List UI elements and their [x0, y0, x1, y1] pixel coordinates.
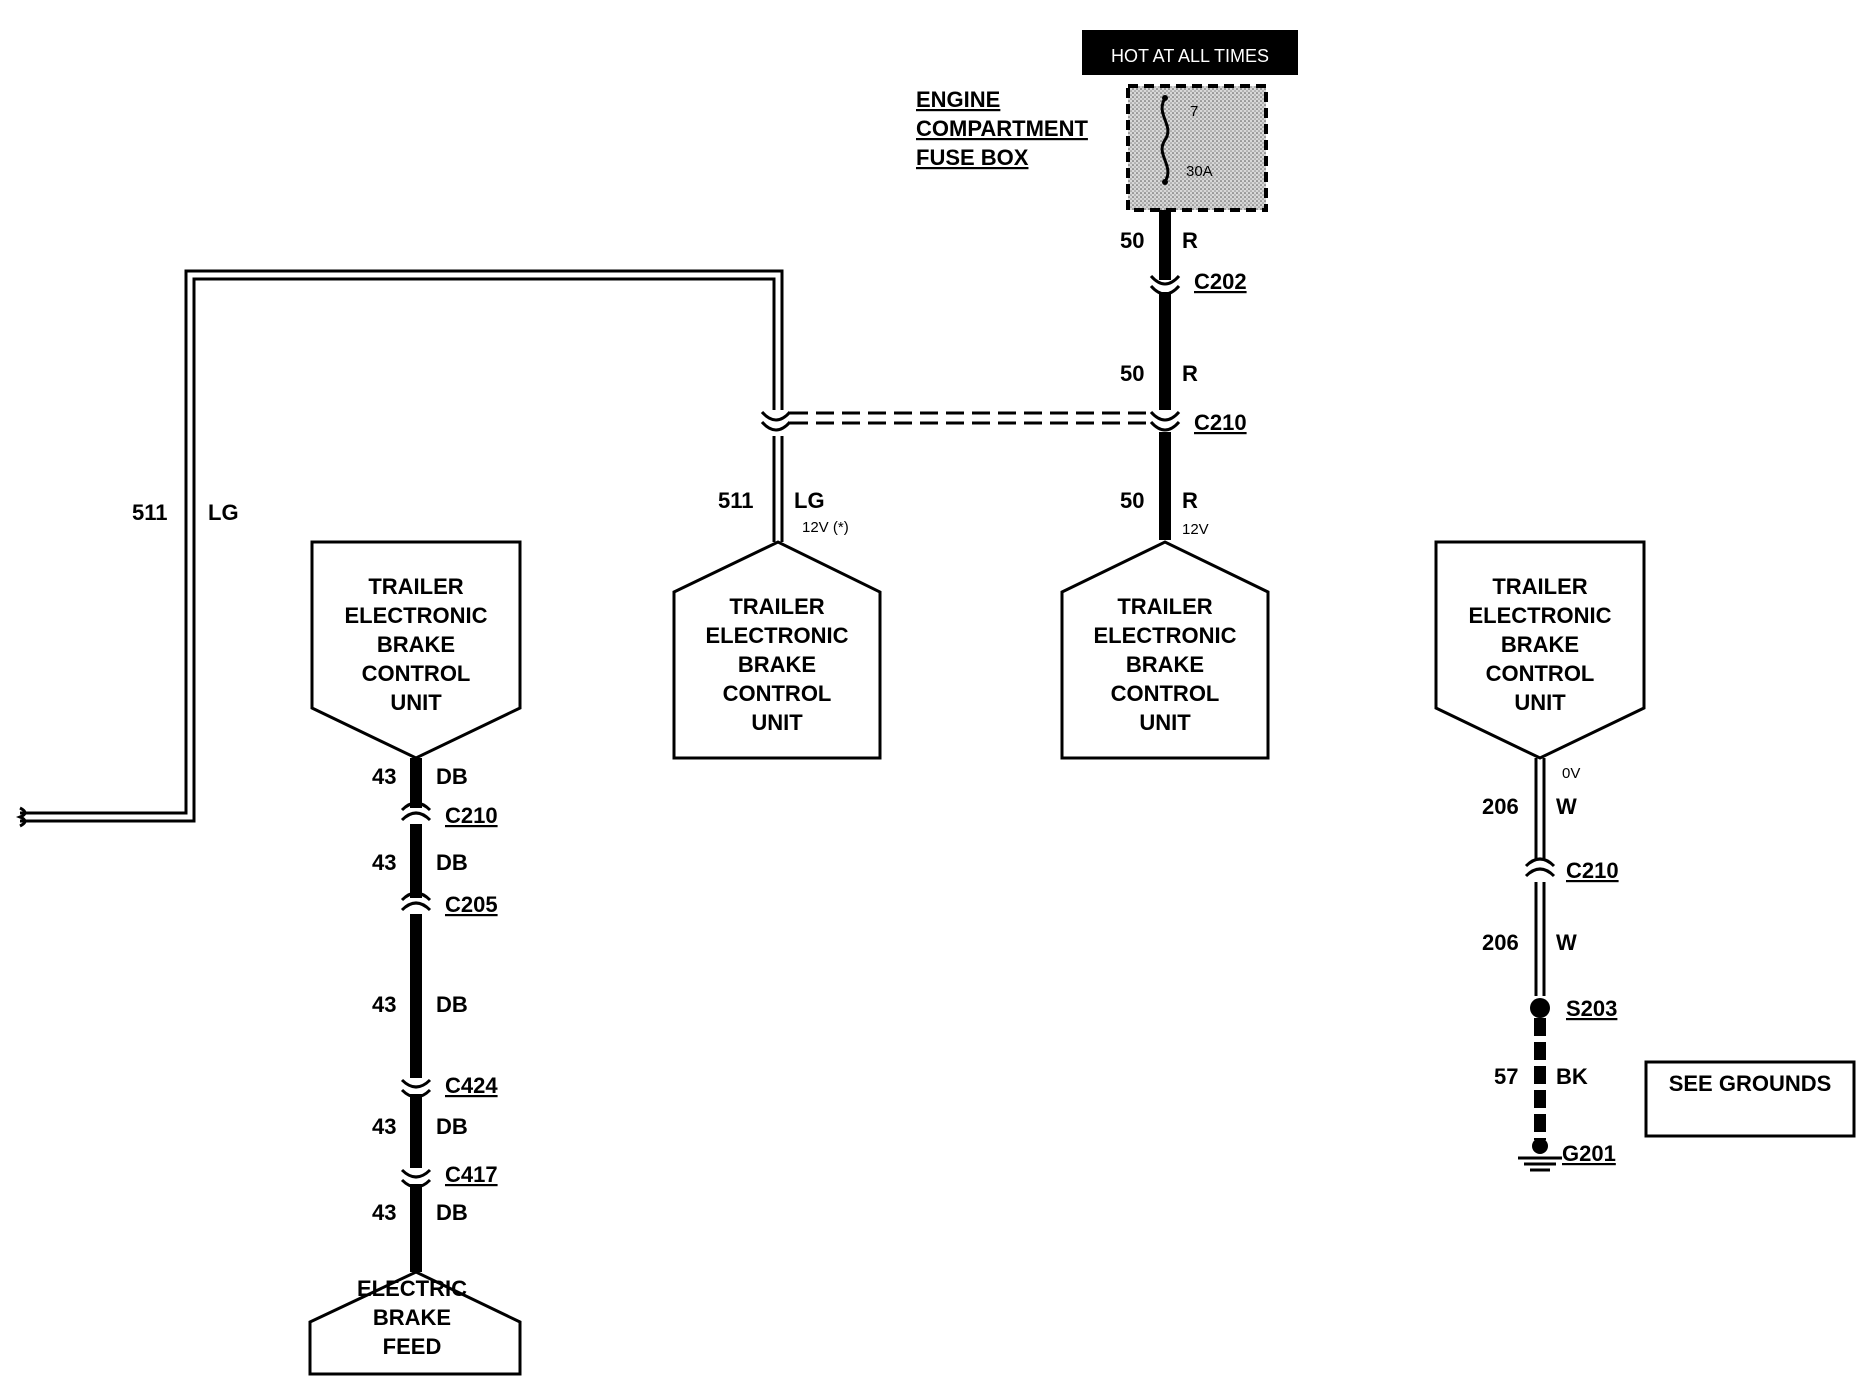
wire-db-color-4: DB — [436, 1114, 468, 1139]
voltage-0v: 0V — [1562, 765, 1580, 782]
hot-at-all-times-text: HOT AT ALL TIMES — [1111, 46, 1269, 66]
connector-c202-label: C202 — [1194, 269, 1247, 294]
voltage-12v-star: 12V (*) — [802, 519, 849, 536]
trailer-brake-module-b — [672, 540, 882, 760]
wire-db-color-5: DB — [436, 1200, 468, 1225]
feed-line-3: FEED — [383, 1334, 442, 1359]
connector-c210-left-label: C210 — [445, 803, 498, 828]
trailer-brake-module-d — [1434, 540, 1646, 760]
wire-bk-color: BK — [1556, 1064, 1588, 1089]
wire-w-color-2: W — [1556, 930, 1577, 955]
trailer-brake-module-a — [310, 540, 522, 760]
module-d-line-2: ELECTRONIC — [1469, 603, 1612, 628]
splice-s203 — [1530, 998, 1550, 1018]
fuse-box-label-3: FUSE BOX — [916, 145, 1029, 170]
module-d-line-3: BRAKE — [1501, 632, 1579, 657]
module-b-line-5: UNIT — [751, 710, 803, 735]
module-d-line-1: TRAILER — [1492, 574, 1587, 599]
connector-c210-right — [1524, 857, 1556, 878]
ground-g201-label: G201 — [1562, 1141, 1616, 1166]
connector-c205 — [400, 891, 432, 912]
module-b-line-4: CONTROL — [723, 681, 832, 706]
wire-w-color-1: W — [1556, 794, 1577, 819]
module-c-line-5: UNIT — [1139, 710, 1191, 735]
wire-r-color-1: R — [1182, 228, 1198, 253]
fuse-box-label-1: ENGINE — [916, 87, 1000, 112]
fuse-box — [1126, 84, 1268, 212]
module-b-line-1: TRAILER — [729, 594, 824, 619]
module-a-line-5: UNIT — [390, 690, 442, 715]
module-b-line-3: BRAKE — [738, 652, 816, 677]
wire-50-number-1: 50 — [1120, 228, 1144, 253]
wire-43-number-5: 43 — [372, 1200, 396, 1225]
ground-g201-icon — [1518, 1138, 1562, 1172]
wire-db-color-1: DB — [436, 764, 468, 789]
wire-db-color-3: DB — [436, 992, 468, 1017]
fuse-number: 7 — [1190, 103, 1198, 120]
wire-206-number-1: 206 — [1482, 794, 1519, 819]
splice-s203-label: S203 — [1566, 996, 1617, 1021]
feed-line-1: ELECTRIC — [357, 1276, 467, 1301]
module-b-line-2: ELECTRONIC — [706, 623, 849, 648]
see-grounds-box[interactable] — [1644, 1060, 1856, 1138]
module-a-line-2: ELECTRONIC — [345, 603, 488, 628]
wire-43-number-2: 43 — [372, 850, 396, 875]
connector-c210-top-label: C210 — [1194, 410, 1247, 435]
connector-c417 — [400, 1168, 432, 1189]
wire-57-number: 57 — [1494, 1064, 1518, 1089]
wire-lg-color-2: LG — [794, 488, 825, 513]
connector-c210-right-label: C210 — [1566, 858, 1619, 883]
electric-brake-feed — [308, 1270, 522, 1376]
module-a-line-4: CONTROL — [362, 661, 471, 686]
connector-c424-label: C424 — [445, 1073, 498, 1098]
wire-43-number-4: 43 — [372, 1114, 396, 1139]
connector-c210-left — [400, 801, 432, 822]
module-c-line-4: CONTROL — [1111, 681, 1220, 706]
fuse-symbol — [1160, 97, 1170, 183]
module-c-line-2: ELECTRONIC — [1094, 623, 1237, 648]
connector-c210-top — [760, 410, 1181, 432]
feed-line-2: BRAKE — [373, 1305, 451, 1330]
wire-r-color-2: R — [1182, 361, 1198, 386]
wire-50-number-2: 50 — [1120, 361, 1144, 386]
module-d-line-5: UNIT — [1514, 690, 1566, 715]
module-a-line-1: TRAILER — [368, 574, 463, 599]
wire-511-number-1: 511 — [132, 500, 168, 525]
wire-511-lg — [15, 269, 784, 828]
module-d-line-4: CONTROL — [1486, 661, 1595, 686]
connector-c417-label: C417 — [445, 1162, 498, 1187]
wire-206-number-2: 206 — [1482, 930, 1519, 955]
wire-lg-color-1: LG — [208, 500, 239, 525]
hot-at-all-times-banner — [1082, 30, 1298, 75]
voltage-12v: 12V — [1182, 521, 1209, 538]
wire-r-color-3: R — [1182, 488, 1198, 513]
wire-43-number-3: 43 — [372, 992, 396, 1017]
wire-43-number-1: 43 — [372, 764, 396, 789]
connector-c202 — [1149, 274, 1181, 296]
see-grounds-label[interactable]: SEE GROUNDS — [1669, 1071, 1832, 1096]
trailer-brake-module-c — [1060, 540, 1270, 760]
wire-511-number-2: 511 — [718, 488, 754, 513]
wire-db-color-2: DB — [436, 850, 468, 875]
wire-50-number-3: 50 — [1120, 488, 1144, 513]
connector-c424 — [400, 1078, 432, 1099]
wire-206-w — [1534, 758, 1546, 996]
fuse-box-label-2: COMPARTMENT — [916, 116, 1088, 141]
module-c-line-3: BRAKE — [1126, 652, 1204, 677]
connector-c205-label: C205 — [445, 892, 498, 917]
module-c-line-1: TRAILER — [1117, 594, 1212, 619]
module-a-line-3: BRAKE — [377, 632, 455, 657]
fuse-rating: 30A — [1186, 163, 1213, 180]
